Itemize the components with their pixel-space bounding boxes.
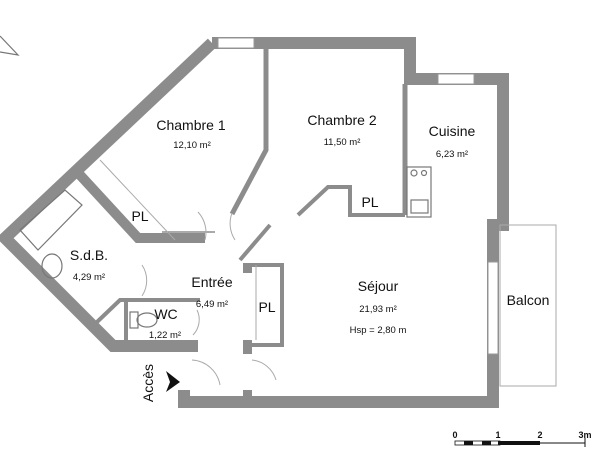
ceiling-height: Hsp = 2,80 m — [350, 325, 407, 336]
room-name: WC — [154, 306, 177, 322]
balcony-outline — [499, 224, 557, 387]
scale-tick-label: 1 — [495, 430, 500, 440]
bathtub-icon — [19, 189, 83, 251]
room-area: 6,23 m² — [436, 149, 468, 160]
room-area: 4,29 m² — [73, 272, 105, 283]
exterior-walls — [0, 37, 509, 408]
stove-icon — [406, 166, 432, 218]
closet-label: PL — [258, 299, 275, 315]
room-name: Entrée — [191, 274, 232, 290]
fixtures — [19, 159, 557, 387]
balcony-label: Balcon — [507, 292, 550, 308]
room-sejour: Séjour 21,93 m² Hsp = 2,80 m — [350, 278, 407, 336]
doors — [141, 211, 277, 386]
access-marker: Accès — [140, 364, 180, 402]
room-name: Chambre 1 — [156, 117, 225, 133]
room-chambre-1: Chambre 1 12,10 m² — [156, 117, 225, 151]
sink-icon — [41, 253, 63, 279]
room-area: 11,50 m² — [324, 137, 361, 148]
room-area: 6,49 m² — [196, 299, 228, 310]
room-wc: WC 1,22 m² — [149, 306, 181, 341]
room-area: 12,10 m² — [173, 140, 211, 151]
toilet-icon — [129, 311, 158, 329]
closet-label: PL — [361, 194, 378, 210]
room-name: Cuisine — [429, 123, 476, 139]
room-name: Chambre 2 — [307, 112, 376, 128]
closet-label: PL — [131, 208, 148, 224]
room-name: S.d.B. — [70, 247, 108, 263]
scale-bar: 0 1 2 3m — [452, 430, 592, 447]
north-arrow-icon — [0, 35, 20, 56]
interior-walls — [76, 48, 408, 402]
arrow-right-icon — [166, 371, 180, 392]
room-area: 1,22 m² — [149, 330, 181, 341]
scale-tick-label: 3m — [578, 430, 591, 440]
room-entree: Entrée 6,49 m² — [191, 274, 232, 310]
windows — [217, 37, 499, 355]
room-name: Séjour — [358, 278, 399, 294]
room-cuisine: Cuisine 6,23 m² — [429, 123, 476, 160]
room-sdb: S.d.B. 4,29 m² — [70, 247, 108, 283]
room-chambre-2: Chambre 2 11,50 m² — [307, 112, 376, 148]
scale-tick-label: 0 — [452, 430, 457, 440]
scale-tick-label: 2 — [537, 430, 542, 440]
room-area: 21,93 m² — [359, 304, 397, 315]
access-label: Accès — [140, 364, 156, 402]
